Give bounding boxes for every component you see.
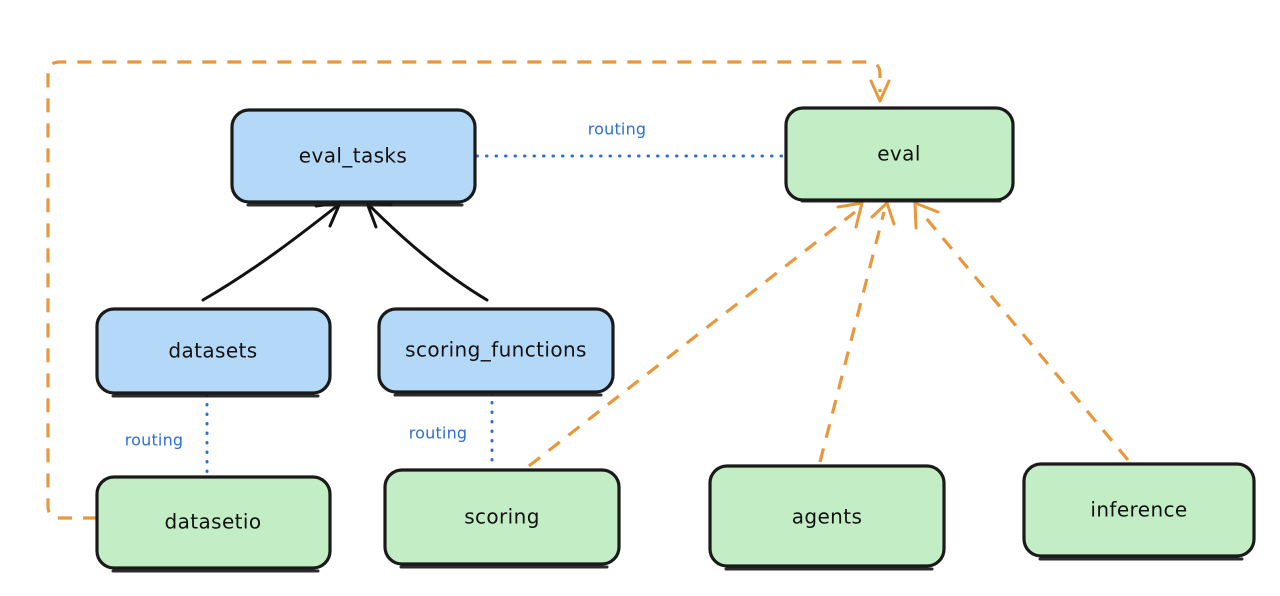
node-datasets-box[interactable] (95, 307, 332, 395)
edge-label-layer: routing routing routing (125, 120, 647, 450)
edge-label-routing-datasets: routing (125, 431, 184, 450)
node-datasetio-box[interactable] (95, 475, 332, 570)
edge-inference-eval-path (919, 210, 1130, 462)
node-scoring-functions-label: scoring_functions (405, 338, 587, 362)
edge-agents-eval-arrowhead (870, 201, 896, 226)
node-scoring-label: scoring (464, 505, 540, 529)
edge-layer (46, 60, 1130, 520)
node-datasetio[interactable]: datasetio (95, 475, 332, 573)
node-inference-label: inference (1090, 498, 1187, 522)
node-scoring-functions[interactable]: scoring_functions (377, 307, 615, 397)
edge-datasets-eval_tasks (201, 201, 342, 302)
node-layer: eval_tasks eval datasets scoring_functio… (95, 106, 1256, 573)
edge-scoring_functions-eval_tasks-path (368, 204, 489, 302)
edge-scoring-eval-path (528, 210, 856, 468)
node-datasets[interactable]: datasets (95, 307, 332, 398)
edge-scoring_functions-eval_tasks (365, 201, 489, 302)
edge-agents-eval-path (818, 211, 886, 463)
edge-datasetio-eval-path (46, 60, 882, 520)
edge-scoring-eval-arrowhead (836, 201, 864, 229)
edge-label-routing-scoring-functions: routing (409, 424, 468, 443)
edge-scoring-eval (528, 201, 864, 468)
node-inference[interactable]: inference (1022, 462, 1256, 561)
node-scoring[interactable]: scoring (383, 468, 621, 569)
node-eval-tasks-box[interactable] (230, 108, 477, 204)
node-inference-box[interactable] (1022, 462, 1256, 558)
node-datasets-label: datasets (168, 339, 257, 363)
node-scoring-box[interactable] (383, 468, 621, 566)
edge-datasetio-eval-arrowhead (869, 79, 891, 103)
edge-datasets-eval_tasks-path (201, 204, 339, 302)
node-datasetio-label: datasetio (164, 510, 261, 534)
node-scoring-functions-box[interactable] (377, 307, 615, 394)
node-agents-label: agents (792, 505, 863, 529)
edge-datasetio-eval (46, 60, 891, 520)
node-agents-box[interactable] (708, 464, 946, 568)
edge-label-routing-eval-tasks: routing (588, 120, 647, 139)
node-eval-label: eval (877, 142, 921, 166)
edge-inference-eval-arrowhead (913, 201, 940, 230)
edge-inference-eval (913, 201, 1130, 462)
node-eval-tasks[interactable]: eval_tasks (230, 108, 477, 207)
node-eval-tasks-label: eval_tasks (299, 144, 407, 168)
node-eval-box[interactable] (784, 106, 1015, 202)
node-eval[interactable]: eval (784, 106, 1015, 203)
node-agents[interactable]: agents (708, 464, 946, 571)
edge-agents-eval (818, 201, 896, 463)
